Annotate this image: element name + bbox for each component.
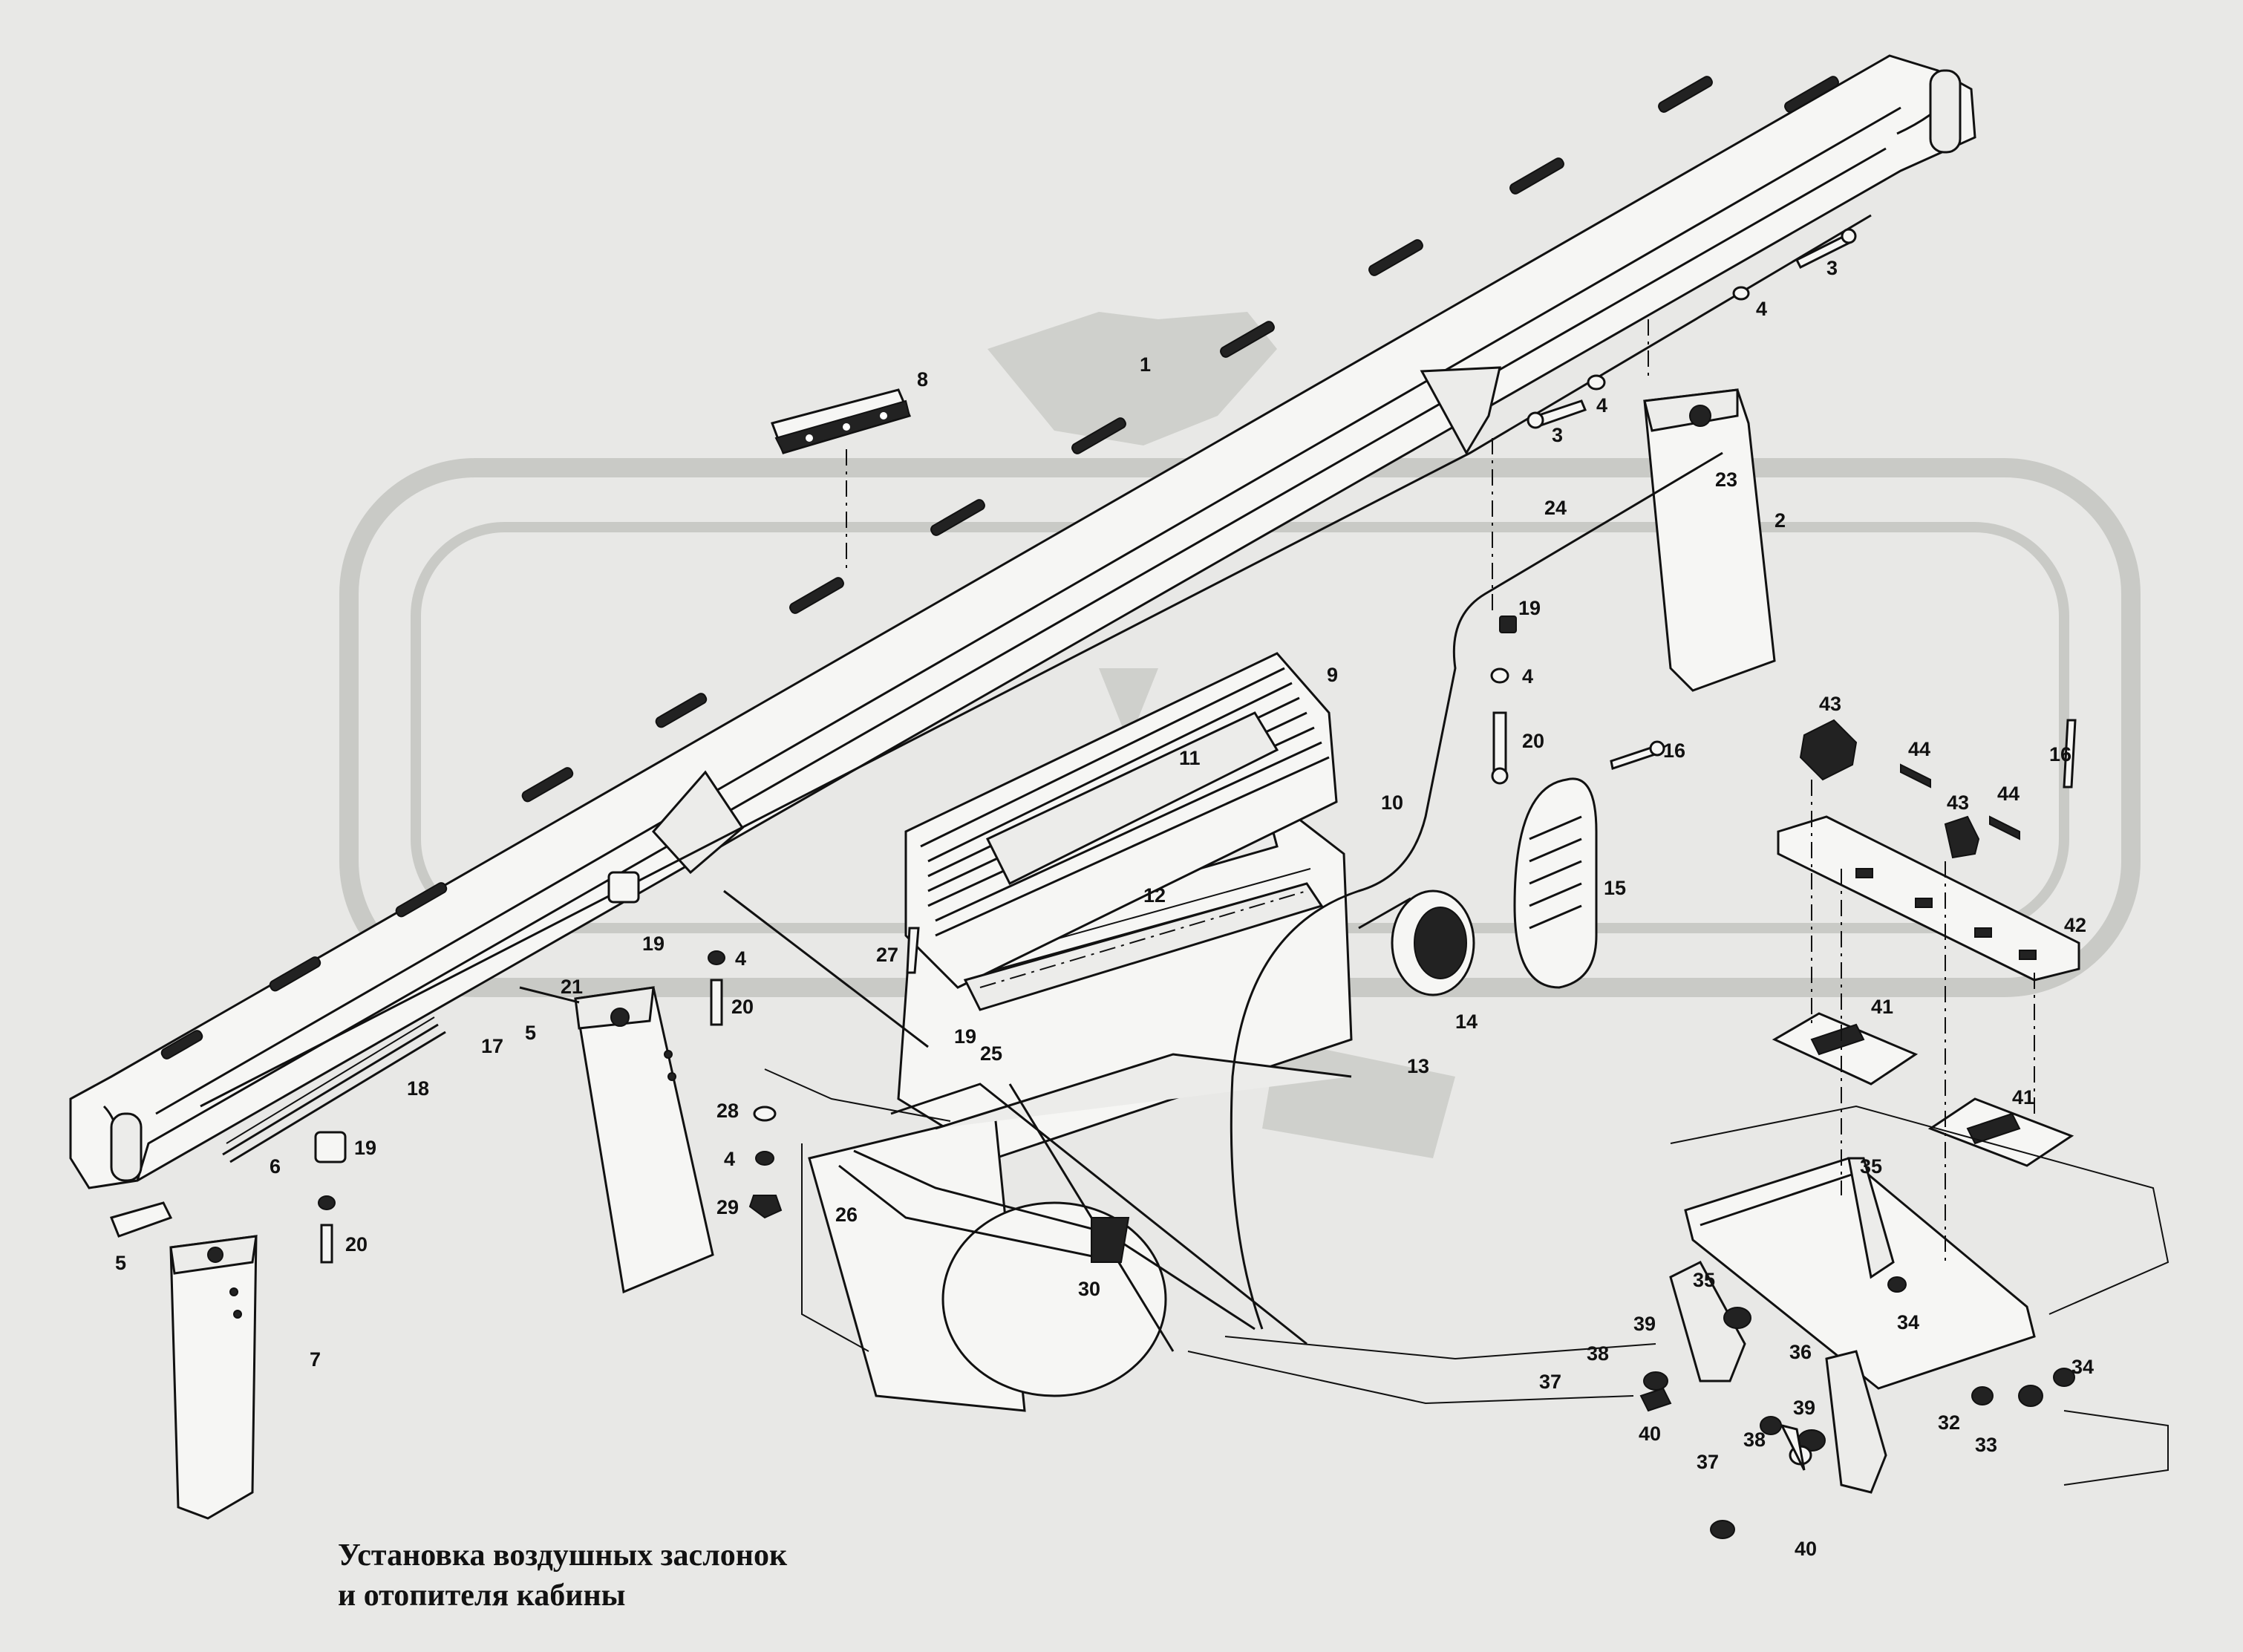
callout-13: 13 — [1407, 1055, 1429, 1077]
callout-16b: 16 — [2049, 743, 2071, 765]
callout-28: 28 — [716, 1100, 739, 1122]
callout-36: 36 — [1789, 1341, 1812, 1363]
callout-38a: 38 — [1587, 1342, 1609, 1365]
callout-37a: 37 — [1539, 1371, 1561, 1393]
callout-43a: 43 — [1819, 693, 1841, 715]
part-41-pad — [1772, 1012, 2074, 1167]
callout-19d: 19 — [354, 1137, 376, 1159]
part-18-rod — [222, 1016, 446, 1163]
part-43-knob — [1799, 719, 1980, 859]
callout-12: 12 — [1143, 884, 1166, 907]
part-12-grid — [963, 882, 1324, 1011]
callout-34b: 34 — [2071, 1356, 2094, 1378]
assembly-axes — [764, 319, 2035, 1262]
callout-40a: 40 — [1639, 1423, 1661, 1445]
middle-pillar — [574, 986, 714, 1294]
callout-39b: 39 — [1793, 1397, 1815, 1419]
part-9-radiator — [904, 652, 1338, 989]
fasteners — [109, 228, 2077, 1539]
callout-16a: 16 — [1663, 740, 1685, 762]
callout-19c: 19 — [954, 1025, 976, 1048]
callout-39a: 39 — [1633, 1313, 1656, 1335]
part-2-pillar — [1643, 388, 1776, 692]
callout-37b: 37 — [1697, 1451, 1719, 1473]
diagram-caption: Установка воздушных заслонок и отопителя… — [338, 1535, 787, 1616]
callout-20b: 20 — [731, 996, 754, 1018]
part-8-grille — [771, 388, 912, 454]
floor-outline — [801, 1105, 2169, 1486]
callout-40b: 40 — [1795, 1538, 1817, 1560]
part-15-vent — [1513, 777, 1598, 989]
callout-6: 6 — [270, 1155, 281, 1178]
callout-7: 7 — [310, 1348, 321, 1371]
callout-42: 42 — [2064, 914, 2086, 936]
part-1-air-duct — [69, 54, 1976, 1189]
callout-5a: 5 — [525, 1022, 536, 1044]
callout-19b: 19 — [642, 933, 665, 955]
callout-23: 23 — [1715, 468, 1737, 491]
callout-17: 17 — [481, 1035, 503, 1057]
callout-5b: 5 — [115, 1252, 126, 1274]
callout-3a: 3 — [1826, 257, 1838, 279]
part-7-pillar — [169, 1235, 258, 1520]
callout-20c: 20 — [345, 1233, 368, 1256]
callout-24: 24 — [1544, 497, 1567, 519]
callout-labels: 1 2 3 3 4 4 4 4 4 5 5 6 7 8 9 10 11 12 1… — [115, 257, 2094, 1560]
callout-9: 9 — [1327, 664, 1338, 686]
callout-19a: 19 — [1518, 597, 1541, 619]
callout-26: 26 — [835, 1204, 858, 1226]
callout-41a: 41 — [1871, 996, 1893, 1018]
callout-44b: 44 — [1997, 783, 2020, 805]
callout-3b: 3 — [1552, 424, 1563, 446]
callout-41b: 41 — [2012, 1086, 2034, 1109]
callout-14: 14 — [1455, 1011, 1478, 1033]
callout-20a: 20 — [1522, 730, 1544, 752]
callout-15: 15 — [1604, 877, 1626, 899]
callout-38b: 38 — [1743, 1429, 1766, 1451]
callout-35b: 35 — [1693, 1269, 1715, 1291]
callout-4d: 4 — [735, 947, 746, 970]
callout-4b: 4 — [1596, 394, 1607, 417]
caption-line-2: и отопителя кабины — [338, 1578, 626, 1613]
callout-11: 11 — [1179, 747, 1201, 769]
callout-2: 2 — [1775, 509, 1786, 532]
caption-line-1: Установка воздушных заслонок — [338, 1538, 788, 1573]
callout-18: 18 — [407, 1077, 429, 1100]
callout-4c: 4 — [1522, 665, 1533, 688]
callout-4e: 4 — [724, 1148, 735, 1170]
callout-25: 25 — [980, 1042, 1002, 1065]
callout-43b: 43 — [1947, 791, 1969, 814]
callout-35a: 35 — [1860, 1155, 1882, 1178]
callout-34a: 34 — [1897, 1311, 1919, 1333]
callout-21: 21 — [561, 976, 583, 998]
part-42-plate — [1777, 815, 2080, 982]
callout-29: 29 — [716, 1196, 739, 1218]
callout-44a: 44 — [1908, 738, 1930, 760]
callout-8: 8 — [917, 368, 928, 391]
callout-4a: 4 — [1756, 298, 1767, 320]
callout-32: 32 — [1938, 1411, 1960, 1434]
callout-10: 10 — [1381, 791, 1403, 814]
callout-30: 30 — [1078, 1278, 1100, 1300]
callout-27: 27 — [876, 944, 898, 966]
part-44-clip — [1900, 763, 2020, 840]
callout-33: 33 — [1975, 1434, 1997, 1456]
callout-1: 1 — [1140, 353, 1151, 376]
part-14-fan — [1358, 889, 1475, 996]
control-lever-assembly — [1669, 1157, 2036, 1494]
